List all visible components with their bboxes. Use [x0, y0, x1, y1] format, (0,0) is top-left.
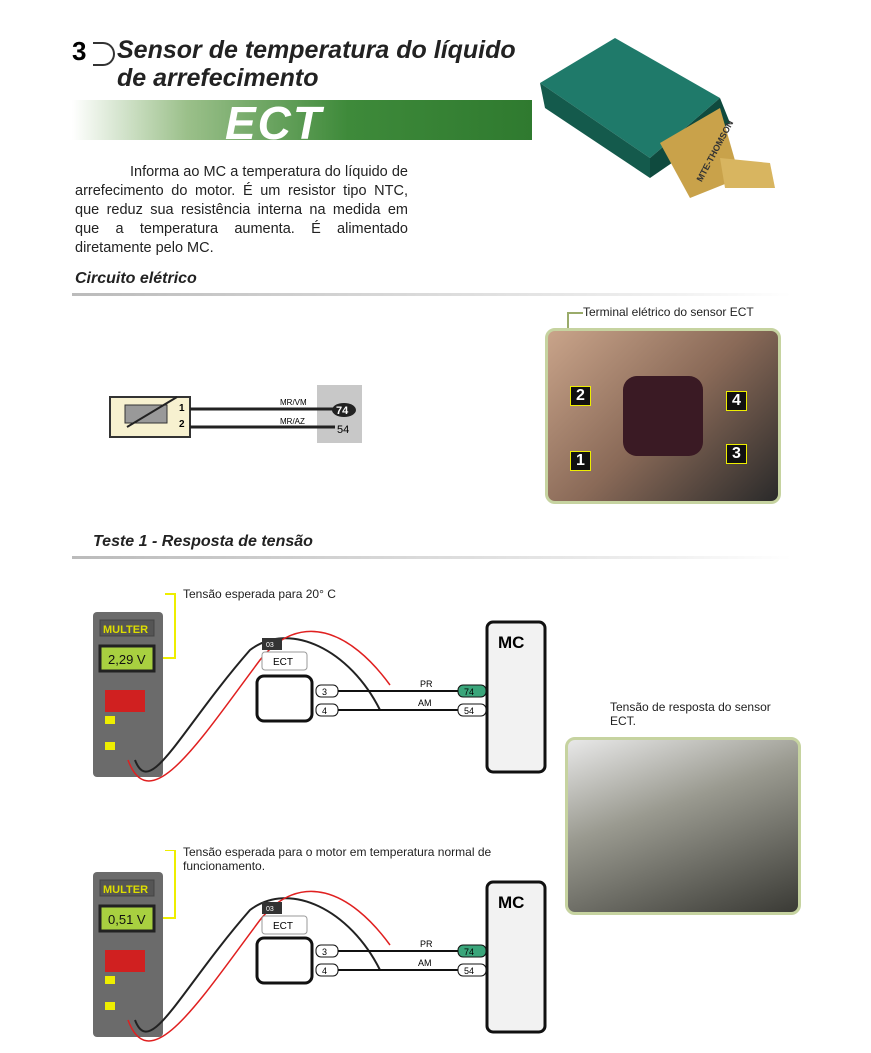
sensor-measurement-photo — [565, 737, 801, 915]
ect-banner: ECT — [225, 97, 323, 149]
circuit-diagram: 1 2 MR/VM MR/AZ 74 54 — [109, 385, 362, 443]
diagram1-caption: Tensão esperada para 20° C — [183, 587, 336, 601]
meter-reading: 0,51 V — [108, 912, 146, 927]
svg-text:03: 03 — [266, 642, 274, 649]
svg-text:3: 3 — [322, 947, 327, 957]
svg-text:AM: AM — [418, 958, 432, 968]
svg-text:54: 54 — [464, 966, 474, 976]
page-title-line1: Sensor de temperatura do líquido — [117, 36, 516, 64]
svg-text:2: 2 — [179, 419, 185, 430]
svg-text:ECT: ECT — [273, 657, 293, 668]
test-diagram-2: MULTER 0,51 V 03 ECT 3 4 PR AM 74 54 MC — [93, 850, 547, 1042]
terminal-photo: 2 4 1 3 — [545, 328, 781, 504]
module-label: MC — [498, 633, 524, 652]
title-bar — [72, 100, 532, 140]
section-number: 3 — [72, 36, 87, 66]
svg-text:MR/VM: MR/VM — [280, 398, 307, 407]
svg-text:AM: AM — [418, 698, 432, 708]
section-rule — [72, 556, 792, 559]
svg-text:74: 74 — [464, 687, 474, 697]
svg-text:3: 3 — [322, 687, 327, 697]
circuit-heading: Circuito elétrico — [75, 270, 197, 287]
svg-text:MR/AZ: MR/AZ — [280, 417, 305, 426]
terminal-74: 74 — [336, 405, 349, 417]
svg-text:4: 4 — [322, 966, 327, 976]
terminal-54: 54 — [337, 424, 349, 436]
svg-text:03: 03 — [266, 906, 274, 913]
number-bracket-icon — [93, 42, 115, 66]
photo2-caption: Tensão de resposta do sensor ECT. — [610, 700, 771, 728]
test-diagram-1: MULTER 2,29 V 03 ECT 3 4 PR AM 74 54 MC — [93, 593, 547, 782]
test1-heading: Teste 1 - Resposta de tensão — [93, 533, 313, 550]
callout-line — [567, 312, 583, 334]
terminal-photo-caption: Terminal elétrico do sensor ECT — [583, 305, 754, 319]
section-rule — [72, 293, 792, 296]
svg-text:4: 4 — [322, 706, 327, 716]
svg-text:74: 74 — [464, 947, 474, 957]
svg-text:PR: PR — [420, 679, 433, 689]
page-title-line2: de arrefecimento — [117, 64, 319, 92]
sensor-product-image: MTE-THOMSON — [540, 38, 775, 198]
svg-text:MULTER: MULTER — [103, 884, 148, 896]
svg-text:ECT: ECT — [273, 921, 293, 932]
diagram2-caption: Tensão esperada para o motor em temperat… — [183, 845, 492, 873]
svg-text:MULTER: MULTER — [103, 624, 148, 636]
svg-text:54: 54 — [464, 706, 474, 716]
meter-reading: 2,29 V — [108, 652, 146, 667]
svg-text:1: 1 — [179, 403, 185, 414]
module-label: MC — [498, 893, 524, 912]
description-text: Informa ao MC a temperatura do líquido d… — [75, 164, 408, 256]
svg-text:PR: PR — [420, 939, 433, 949]
